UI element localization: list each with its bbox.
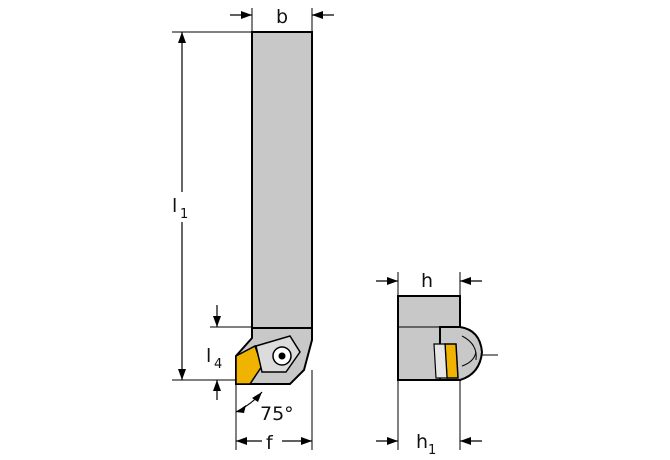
label-h1-subscript: 1 bbox=[428, 443, 436, 458]
dimension-h: h bbox=[376, 270, 482, 296]
dimension-l1: l 1 bbox=[168, 31, 252, 381]
side-view bbox=[397, 295, 498, 381]
dimension-f: f bbox=[235, 370, 313, 454]
label-h: h bbox=[421, 270, 433, 292]
label-l1: l bbox=[172, 195, 177, 217]
clamp-screw-center bbox=[278, 352, 286, 360]
label-l1-subscript: 1 bbox=[180, 207, 188, 222]
side-clamp bbox=[433, 343, 448, 379]
shank-body bbox=[251, 31, 313, 329]
label-h1: h bbox=[416, 431, 428, 453]
dimension-angle: 75° bbox=[235, 384, 294, 425]
dimension-b: b bbox=[230, 6, 334, 32]
label-b: b bbox=[276, 6, 288, 28]
front-view bbox=[235, 31, 313, 385]
label-angle: 75° bbox=[260, 403, 294, 425]
cutting-insert bbox=[235, 344, 263, 385]
label-l4: l bbox=[206, 345, 211, 367]
label-f: f bbox=[266, 432, 274, 454]
dimension-h1: h 1 bbox=[376, 380, 482, 458]
dimension-l4: l 4 bbox=[206, 305, 252, 400]
label-l4-subscript: 4 bbox=[214, 357, 222, 372]
